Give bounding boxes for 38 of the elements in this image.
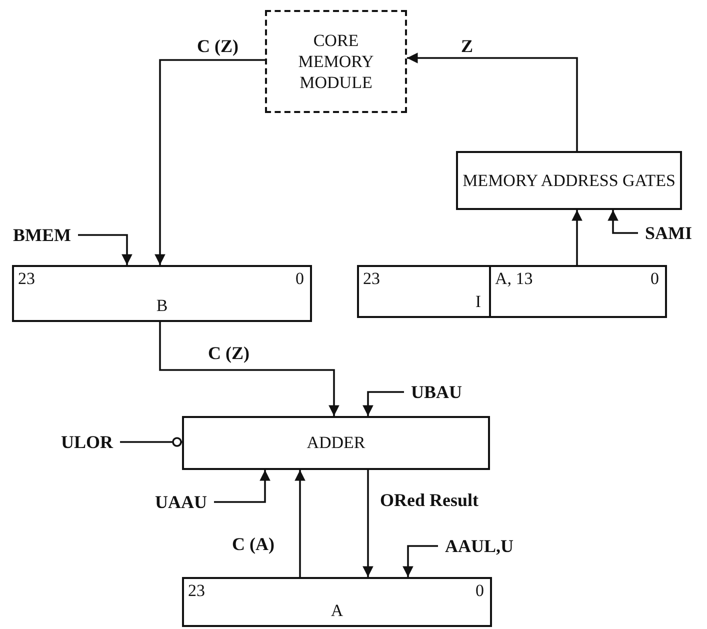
memory-module-box bbox=[265, 10, 407, 113]
signal-arrow bbox=[572, 210, 582, 265]
bit-number: 0 bbox=[650, 269, 659, 289]
register-box bbox=[357, 265, 491, 318]
signal-arrow bbox=[159, 322, 340, 416]
signal-arrow bbox=[154, 59, 265, 266]
signal-arrow bbox=[214, 470, 270, 503]
block-label: MEMORY ADDRESS GATES bbox=[462, 170, 676, 192]
register-box bbox=[182, 577, 492, 627]
block-label: CORE MEMORY MODULE bbox=[297, 30, 375, 94]
signal-arrow bbox=[362, 391, 404, 416]
signal-arrow bbox=[402, 545, 438, 578]
bit-number: 23 bbox=[363, 269, 380, 289]
bit-number: 0 bbox=[476, 581, 484, 601]
signal-name: BMEM bbox=[6, 224, 78, 246]
signal-arrow bbox=[406, 52, 578, 151]
block-label: ADDER bbox=[306, 432, 366, 454]
bit-number: A, 13 bbox=[495, 269, 533, 289]
inverted-input-line bbox=[120, 437, 182, 447]
register-name: I bbox=[475, 292, 481, 312]
signal-arrow bbox=[78, 234, 132, 266]
bit-number: 23 bbox=[188, 581, 205, 601]
signal-name: SAMI bbox=[638, 222, 700, 244]
logic-block bbox=[182, 416, 490, 470]
signal-arrow bbox=[608, 210, 638, 234]
logic-block bbox=[456, 151, 682, 210]
register-name: B bbox=[156, 296, 168, 316]
signal-arrow bbox=[362, 470, 374, 578]
signal-name: ULOR bbox=[54, 432, 120, 452]
signal-name: UAAU bbox=[148, 492, 214, 512]
register-box bbox=[489, 265, 667, 318]
register-box bbox=[12, 265, 312, 322]
bit-number: 23 bbox=[18, 269, 35, 289]
signal-name: UBAU bbox=[404, 382, 470, 402]
register-name: A bbox=[330, 601, 344, 621]
bit-number: 0 bbox=[296, 269, 304, 289]
signal-name: AAUL,U bbox=[438, 536, 521, 556]
signal-arrow bbox=[294, 470, 306, 577]
